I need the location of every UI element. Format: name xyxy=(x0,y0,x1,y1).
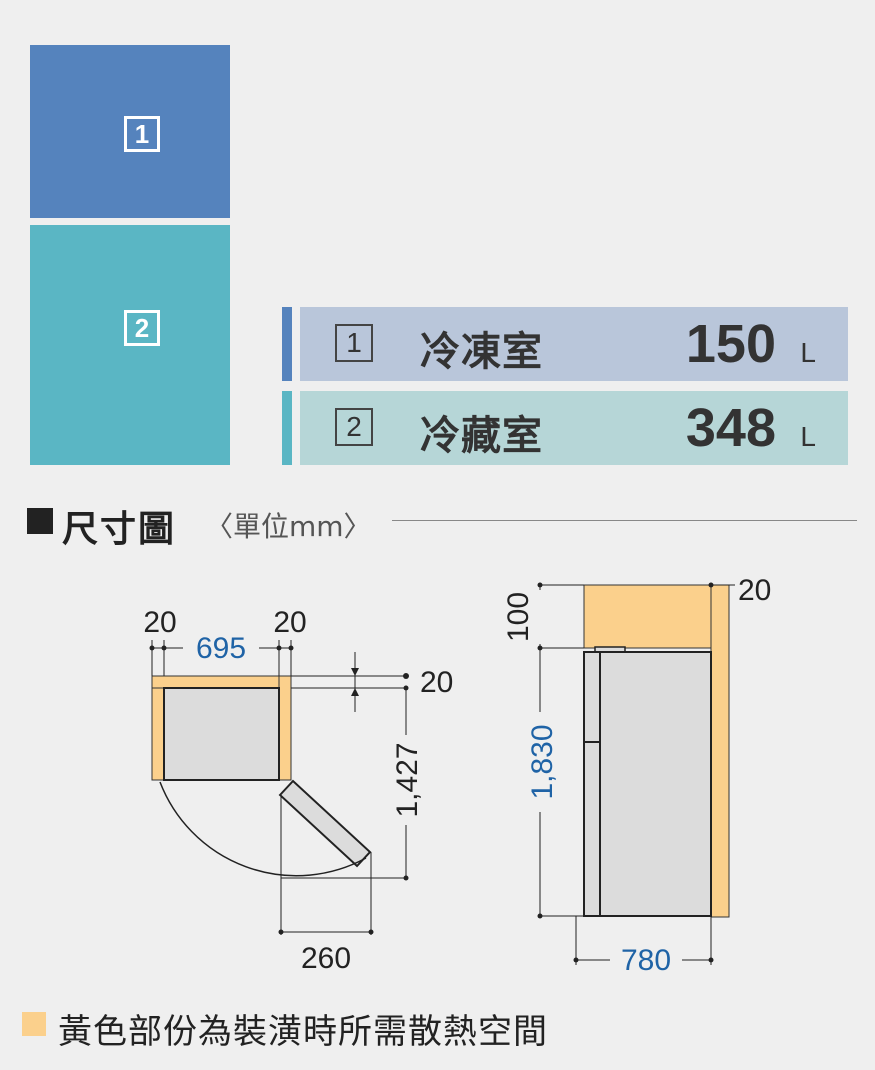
side-clearance-back xyxy=(710,584,730,918)
top-clearance-back xyxy=(151,675,291,689)
freezer-block: 1 xyxy=(30,45,230,218)
dim-depth: 780 xyxy=(621,944,671,977)
capacity-band: 1 冷凍室 150 L xyxy=(300,307,848,381)
capacity-accent xyxy=(282,391,292,465)
dim-width: 695 xyxy=(196,632,246,665)
top-view-drawing: 20 695 20 20 1,427 260 xyxy=(143,606,453,975)
section-title: 尺寸圖 xyxy=(62,509,177,550)
fridge-number: 2 xyxy=(124,310,160,346)
side-fridge-body xyxy=(599,651,712,917)
dim-depth-open: 1,427 xyxy=(391,742,424,817)
section-bullet xyxy=(27,508,53,534)
dim-top-gap: 100 xyxy=(502,592,535,642)
dim-height: 1,830 xyxy=(526,724,559,799)
dim-right-gap: 20 xyxy=(273,606,306,639)
legend-text: 黃色部份為裝潢時所需散熱空間 xyxy=(58,1012,548,1052)
side-clearance-top xyxy=(583,584,730,649)
door-swing-arc xyxy=(159,781,367,877)
capacity-value: 348 xyxy=(685,398,776,458)
dim-door-swing: 260 xyxy=(301,942,351,975)
dim-side-gap: 20 xyxy=(738,574,771,607)
capacity-name: 冷藏室 xyxy=(420,413,543,459)
capacity-number: 2 xyxy=(335,408,373,446)
side-freezer-door xyxy=(583,651,601,743)
fridge-block: 2 xyxy=(30,225,230,465)
capacity-accent xyxy=(282,307,292,381)
top-clearance-right xyxy=(278,675,292,781)
capacity-band: 2 冷藏室 348 L xyxy=(300,391,848,465)
capacity-value: 150 xyxy=(685,314,776,374)
capacity-number: 1 xyxy=(335,324,373,362)
legend-swatch xyxy=(22,1012,46,1036)
freezer-number: 1 xyxy=(124,116,160,152)
dim-left-gap: 20 xyxy=(143,606,176,639)
capacity-row-freezer: 1 冷凍室 150 L xyxy=(282,307,848,381)
top-fridge-body xyxy=(163,687,280,781)
side-view-drawing: 100 1,830 20 780 xyxy=(502,574,771,977)
section-rule xyxy=(392,520,857,521)
side-fridge-door xyxy=(583,741,601,917)
top-open-door xyxy=(278,779,372,868)
dim-back-gap: 20 xyxy=(420,666,453,699)
section-unit-note: 〈單位mm〉 xyxy=(205,510,372,543)
top-clearance-left xyxy=(151,675,165,781)
capacity-unit: L xyxy=(800,421,816,452)
capacity-row-fridge: 2 冷藏室 348 L xyxy=(282,391,848,465)
capacity-unit: L xyxy=(800,337,816,368)
capacity-name: 冷凍室 xyxy=(420,329,543,375)
